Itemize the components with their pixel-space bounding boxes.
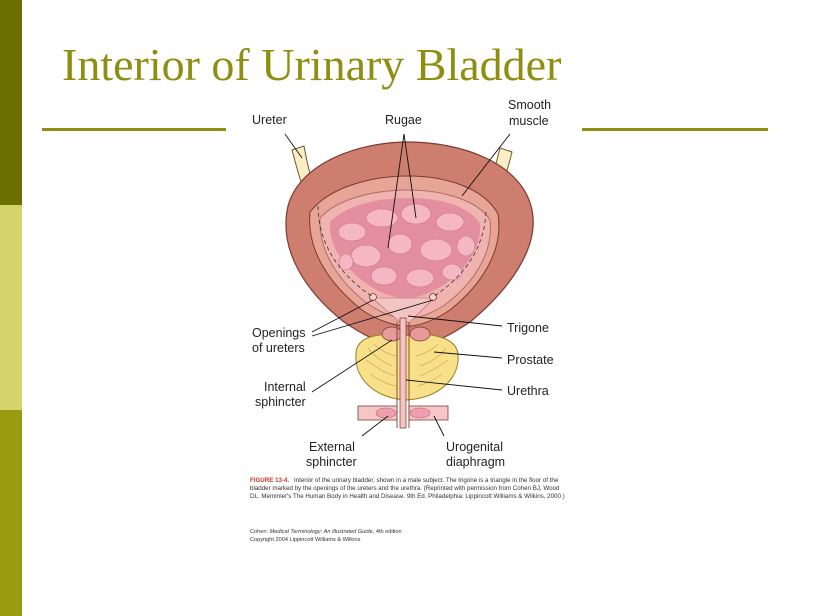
figure-credit: Cohen: Medical Terminology: An Illustrat… — [250, 529, 402, 543]
credit-line1: Cohen: Medical Terminology: An Illustrat… — [250, 529, 402, 535]
label-trigone: Trigone — [507, 321, 549, 335]
caption-line1: FIGURE 13-4. Interior of the urinary bla… — [250, 477, 559, 484]
label-external-line2: sphincter — [306, 455, 357, 469]
label-urethra: Urethra — [507, 384, 549, 398]
label-external-line1: External — [309, 440, 355, 454]
label-smooth-muscle-line1: Smooth — [508, 98, 551, 112]
caption-figure-number: FIGURE 13-4. — [250, 477, 289, 484]
diagram-labels: Ureter Rugae Smooth muscle Openings of u… — [252, 98, 554, 469]
external-sphincter-right — [409, 407, 431, 419]
rugae-folds — [337, 203, 476, 288]
prostate — [355, 334, 459, 401]
sidebar-block-light — [0, 205, 22, 410]
figure-caption: FIGURE 13-4. Interior of the urinary bla… — [250, 477, 565, 500]
caption-line2: bladder marked by the openings of the ur… — [250, 485, 560, 492]
prostate-texture — [365, 343, 449, 387]
credit-line2: Copyright 2004 Lippincott Williams & Wil… — [250, 537, 361, 543]
slide-title: Interior of Urinary Bladder — [62, 39, 562, 90]
label-openings-line2: of ureters — [252, 341, 305, 355]
external-sphincter-left — [375, 407, 397, 419]
label-ureter: Ureter — [252, 113, 287, 127]
label-smooth-muscle-line2: muscle — [509, 114, 549, 128]
sidebar-block-mid — [0, 410, 22, 616]
label-urogenital-line2: diaphragm — [446, 455, 505, 469]
label-openings-line1: Openings — [252, 326, 306, 340]
ureter-dashed-paths — [317, 205, 487, 298]
urethra — [399, 317, 407, 429]
title-rule-left — [42, 128, 226, 131]
label-prostate: Prostate — [507, 353, 554, 367]
leader-lines — [284, 133, 511, 437]
label-internal-line2: sphincter — [255, 395, 306, 409]
sidebar-block-dark — [0, 0, 22, 205]
label-urogenital-line1: Urogenital — [446, 440, 503, 454]
credit-prefix: Cohen: — [250, 529, 270, 535]
sidebar-decoration — [0, 0, 22, 616]
ureter-opening-right — [429, 293, 437, 301]
title-rule-right — [582, 128, 768, 131]
label-internal-line1: Internal — [264, 380, 306, 394]
credit-book-title: Medical Terminology: An Illustrated Guid… — [270, 529, 373, 535]
credit-suffix: , 4th edition — [373, 529, 402, 535]
label-rugae: Rugae — [385, 113, 422, 127]
caption-text-1: Interior of the urinary bladder, shown i… — [294, 477, 559, 484]
caption-line3: DL. Memmler's The Human Body in Health a… — [250, 493, 565, 500]
ureter-opening-left — [369, 293, 377, 301]
